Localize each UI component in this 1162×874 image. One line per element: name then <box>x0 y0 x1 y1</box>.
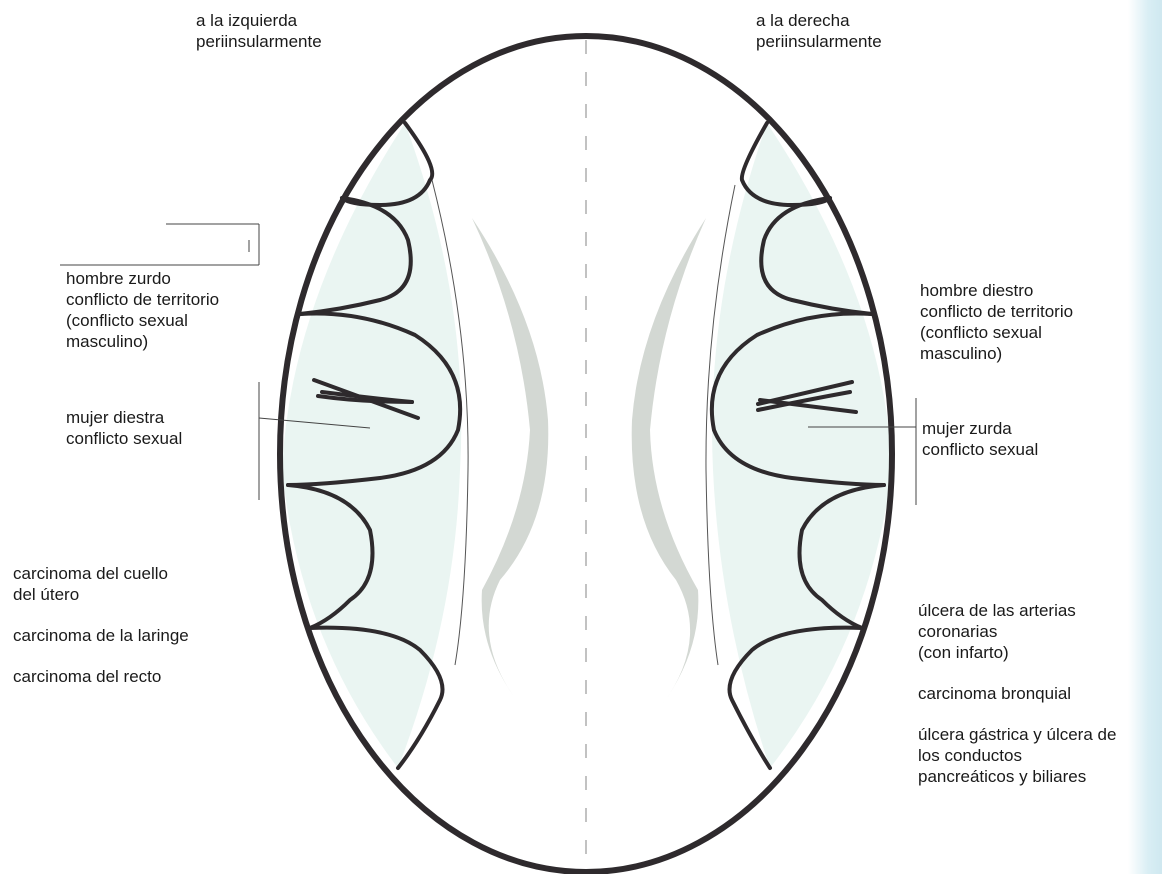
header-left-line-1: a la izquierda <box>196 10 322 31</box>
left-disease-2: carcinoma de la laringe <box>13 625 189 646</box>
left-sexual-line-1: mujer diestra <box>66 407 182 428</box>
left-territory-line-2: conflicto de territorio <box>66 289 219 310</box>
header-left-label: a la izquierda periinsularmente <box>196 10 322 52</box>
header-right-line-1: a la derecha <box>756 10 882 31</box>
right-disease-3-line-1: úlcera gástrica y úlcera de <box>918 724 1116 745</box>
left-ventricle <box>472 218 548 705</box>
left-sexual-label: mujer diestra conflicto sexual <box>66 407 182 449</box>
right-disease-3-line-2: los conductos <box>918 745 1116 766</box>
left-disease-1-line-1: carcinoma del cuello <box>13 563 189 584</box>
right-territory-line-4: masculino) <box>920 343 1073 364</box>
right-sexual-label: mujer zurda conflicto sexual <box>922 418 1038 460</box>
right-disease-3-line-3: pancreáticos y biliares <box>918 766 1116 787</box>
left-territory-label: hombre zurdo conflicto de territorio (co… <box>66 268 219 352</box>
left-disease-3: carcinoma del recto <box>13 666 189 687</box>
right-disease-1-line-2: coronarias <box>918 621 1116 642</box>
left-territory-line-1: hombre zurdo <box>66 268 219 289</box>
header-right-label: a la derecha periinsularmente <box>756 10 882 52</box>
right-ventricle <box>632 218 706 705</box>
header-right-line-2: periinsularmente <box>756 31 882 52</box>
right-sexual-line-1: mujer zurda <box>922 418 1038 439</box>
left-territory-line-4: masculino) <box>66 331 219 352</box>
left-territory-line-3: (conflicto sexual <box>66 310 219 331</box>
right-disease-1-line-3: (con infarto) <box>918 642 1116 663</box>
right-diseases-list: úlcera de las arterias coronarias (con i… <box>918 600 1116 787</box>
header-left-line-2: periinsularmente <box>196 31 322 52</box>
right-territory-line-2: conflicto de territorio <box>920 301 1073 322</box>
left-periinsular-region <box>282 123 461 768</box>
right-disease-1-line-1: úlcera de las arterias <box>918 600 1116 621</box>
right-sexual-line-2: conflicto sexual <box>922 439 1038 460</box>
left-disease-1-line-2: del útero <box>13 584 189 605</box>
right-territory-line-1: hombre diestro <box>920 280 1073 301</box>
left-sexual-line-2: conflicto sexual <box>66 428 182 449</box>
right-disease-2: carcinoma bronquial <box>918 683 1116 704</box>
right-territory-label: hombre diestro conflicto de territorio (… <box>920 280 1073 364</box>
right-periinsular-region <box>712 123 892 768</box>
left-diseases-list: carcinoma del cuello del útero carcinoma… <box>13 563 189 687</box>
right-territory-line-3: (conflicto sexual <box>920 322 1073 343</box>
